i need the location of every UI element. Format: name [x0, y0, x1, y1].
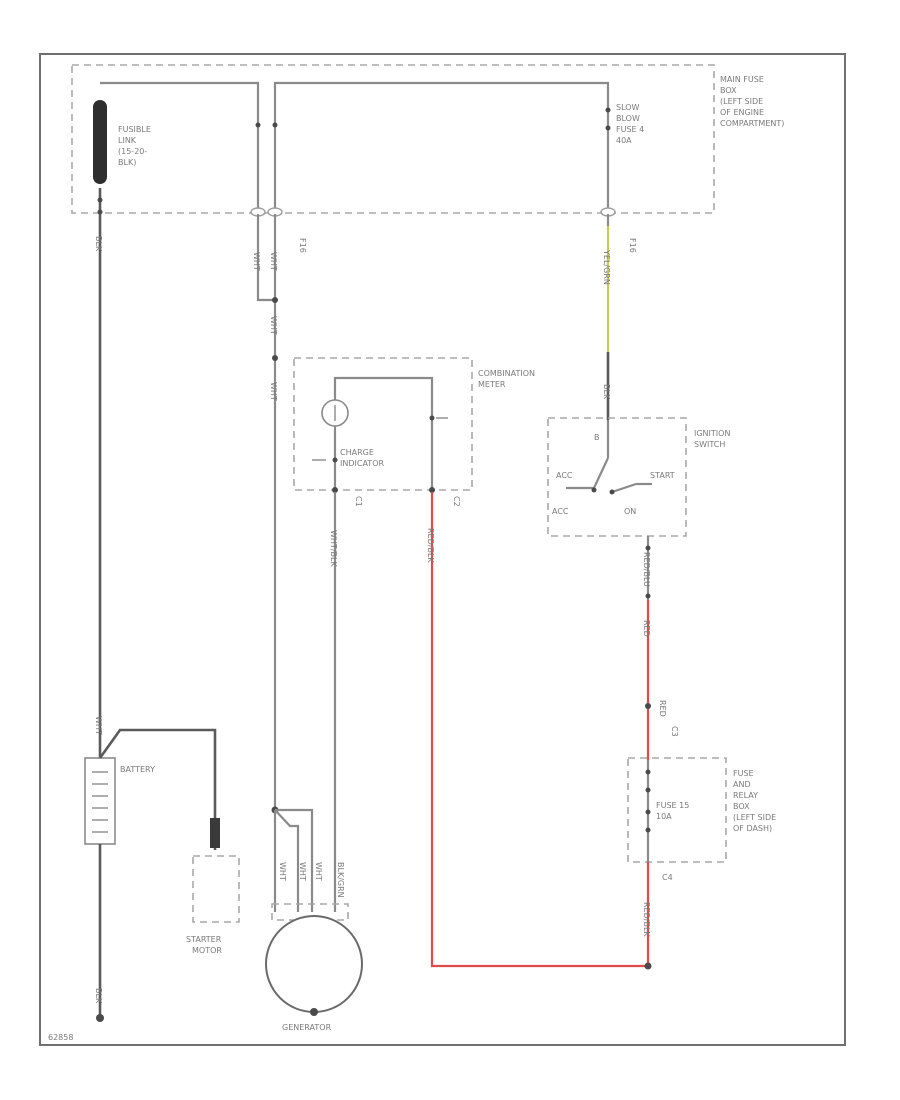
- svg-text:MAIN FUSE: MAIN FUSE: [720, 75, 764, 84]
- slow-blow-fuse: SLOW BLOW FUSE 4 40A: [616, 103, 644, 145]
- svg-text:C1: C1: [354, 496, 363, 507]
- svg-text:OF DASH): OF DASH): [733, 824, 772, 833]
- svg-text:(15-20-: (15-20-: [118, 147, 147, 156]
- svg-text:BLK: BLK: [94, 988, 103, 1004]
- svg-text:OF ENGINE: OF ENGINE: [720, 108, 764, 117]
- svg-text:WHT: WHT: [94, 716, 103, 735]
- starter-cable: [98, 728, 220, 850]
- svg-text:LINK: LINK: [118, 136, 137, 145]
- wht-wires: WHT WHT WHT WHT WHT WHT WHT: [252, 214, 323, 912]
- svg-text:GENERATOR: GENERATOR: [282, 1023, 332, 1032]
- fuse-to-junction-red-wire: RED/BLK: [642, 862, 652, 970]
- svg-text:WHT: WHT: [314, 862, 323, 881]
- battery-positive-wire: BLK WHT: [94, 188, 103, 760]
- svg-text:RED/BLU: RED/BLU: [642, 552, 651, 587]
- svg-text:10A: 10A: [656, 812, 672, 821]
- svg-text:FUSE 4: FUSE 4: [616, 125, 644, 134]
- combination-meter: COMBINATION METER CHARGE INDICATOR C1 C2: [293, 357, 535, 507]
- svg-text:BLK: BLK: [94, 236, 103, 252]
- battery: BATTERY: [84, 757, 155, 845]
- svg-text:ON: ON: [624, 507, 636, 516]
- svg-text:RELAY: RELAY: [733, 791, 758, 800]
- svg-text:BATTERY: BATTERY: [120, 765, 155, 774]
- diagram-frame: [39, 53, 846, 1046]
- svg-text:FUSIBLE: FUSIBLE: [118, 125, 151, 134]
- ignition-switch: IGNITION SWITCH B ACC ACC ON START: [547, 417, 730, 537]
- svg-text:RED: RED: [642, 620, 651, 637]
- svg-text:COMBINATION: COMBINATION: [478, 369, 535, 378]
- svg-text:WHT: WHT: [269, 252, 278, 271]
- svg-text:C3: C3: [670, 726, 679, 737]
- svg-text:BLOW: BLOW: [616, 114, 640, 123]
- svg-text:BLK: BLK: [602, 384, 611, 400]
- svg-text:F16: F16: [298, 238, 307, 253]
- svg-text:40A: 40A: [616, 136, 632, 145]
- fusible-link: FUSIBLE LINK (15-20- BLK): [93, 100, 151, 184]
- svg-text:WHT: WHT: [298, 862, 307, 881]
- svg-text:ACC: ACC: [556, 471, 573, 480]
- svg-text:RED/BLK: RED/BLK: [426, 528, 435, 563]
- svg-text:B: B: [594, 433, 600, 442]
- svg-text:WHT: WHT: [269, 382, 278, 401]
- indicator-to-generator-wire: WHT/BLK BLK/GRN: [329, 492, 345, 912]
- ignition-feed-red-wire: RED/BLK: [426, 492, 648, 968]
- svg-text:BLK): BLK): [118, 158, 136, 167]
- diagram-code: 62858: [48, 1033, 73, 1042]
- svg-text:FUSE: FUSE: [733, 769, 754, 778]
- svg-text:INDICATOR: INDICATOR: [340, 459, 384, 468]
- svg-text:BLK/GRN: BLK/GRN: [336, 862, 345, 898]
- svg-text:C4: C4: [662, 873, 673, 882]
- svg-text:SWITCH: SWITCH: [694, 440, 725, 449]
- svg-text:STARTER: STARTER: [186, 935, 222, 944]
- svg-text:IGNITION: IGNITION: [694, 429, 730, 438]
- svg-text:RED/BLK: RED/BLK: [642, 902, 651, 937]
- fuse-box-terminals: F16 F16: [250, 207, 637, 253]
- svg-text:FUSE 15: FUSE 15: [656, 801, 689, 810]
- svg-text:WHT: WHT: [278, 862, 287, 881]
- svg-text:ACC: ACC: [552, 507, 569, 516]
- battery-ground-wire: BLK: [94, 844, 104, 1022]
- svg-text:BOX: BOX: [720, 86, 737, 95]
- svg-text:F16: F16: [628, 238, 637, 253]
- generator: GENERATOR: [265, 903, 363, 1032]
- svg-text:(LEFT SIDE: (LEFT SIDE: [720, 97, 763, 106]
- svg-text:BOX: BOX: [733, 802, 750, 811]
- svg-text:SLOW: SLOW: [616, 103, 640, 112]
- svg-text:(LEFT SIDE: (LEFT SIDE: [733, 813, 776, 822]
- svg-text:WHT: WHT: [252, 252, 261, 271]
- svg-text:WHT: WHT: [269, 316, 278, 335]
- main-fuse-box: MAIN FUSE BOX (LEFT SIDE OF ENGINE COMPA…: [71, 64, 784, 214]
- svg-text:CHARGE: CHARGE: [340, 448, 374, 457]
- starter-motor: STARTER MOTOR: [186, 855, 240, 955]
- fuse-relay-box: FUSE AND RELAY BOX (LEFT SIDE OF DASH) F…: [627, 757, 776, 882]
- svg-text:YEL/GRN: YEL/GRN: [602, 249, 611, 285]
- switch-to-fuse-red-wire: RED/BLU RED RED C3: [642, 536, 679, 760]
- svg-text:MOTOR: MOTOR: [192, 946, 222, 955]
- fuse-box-bus: [100, 81, 611, 210]
- svg-text:AND: AND: [733, 780, 751, 789]
- svg-text:METER: METER: [478, 380, 506, 389]
- slow-blow-to-ignition-wire: YEL/GRN BLK: [602, 214, 611, 420]
- svg-text:WHT/BLK: WHT/BLK: [329, 530, 338, 567]
- svg-text:COMPARTMENT): COMPARTMENT): [720, 119, 784, 128]
- svg-text:START: START: [650, 471, 675, 480]
- svg-text:C2: C2: [452, 496, 461, 507]
- svg-text:RED: RED: [658, 700, 667, 717]
